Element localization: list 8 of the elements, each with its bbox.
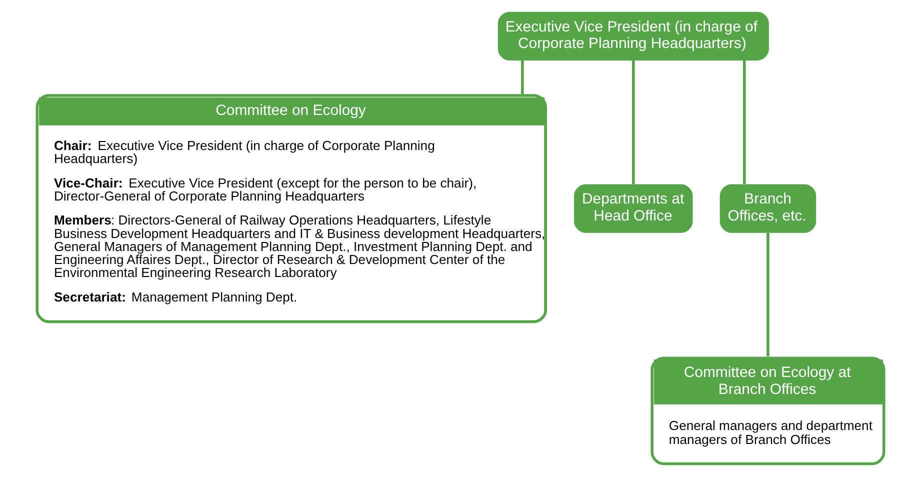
node-box: Committee on Ecology at Branch Offices General managers and department managers of Branch Offices	[650, 356, 885, 466]
connector	[632, 60, 634, 184]
node-box: Executive Vice President (in charge of Corporate Planning Headquarters)	[497, 12, 768, 60]
node-box: Departments at Head Office	[574, 184, 692, 233]
node-box: Branch Offices, etc.	[719, 184, 816, 233]
connector	[766, 233, 769, 356]
connector	[520, 60, 524, 94]
connector	[742, 60, 746, 184]
